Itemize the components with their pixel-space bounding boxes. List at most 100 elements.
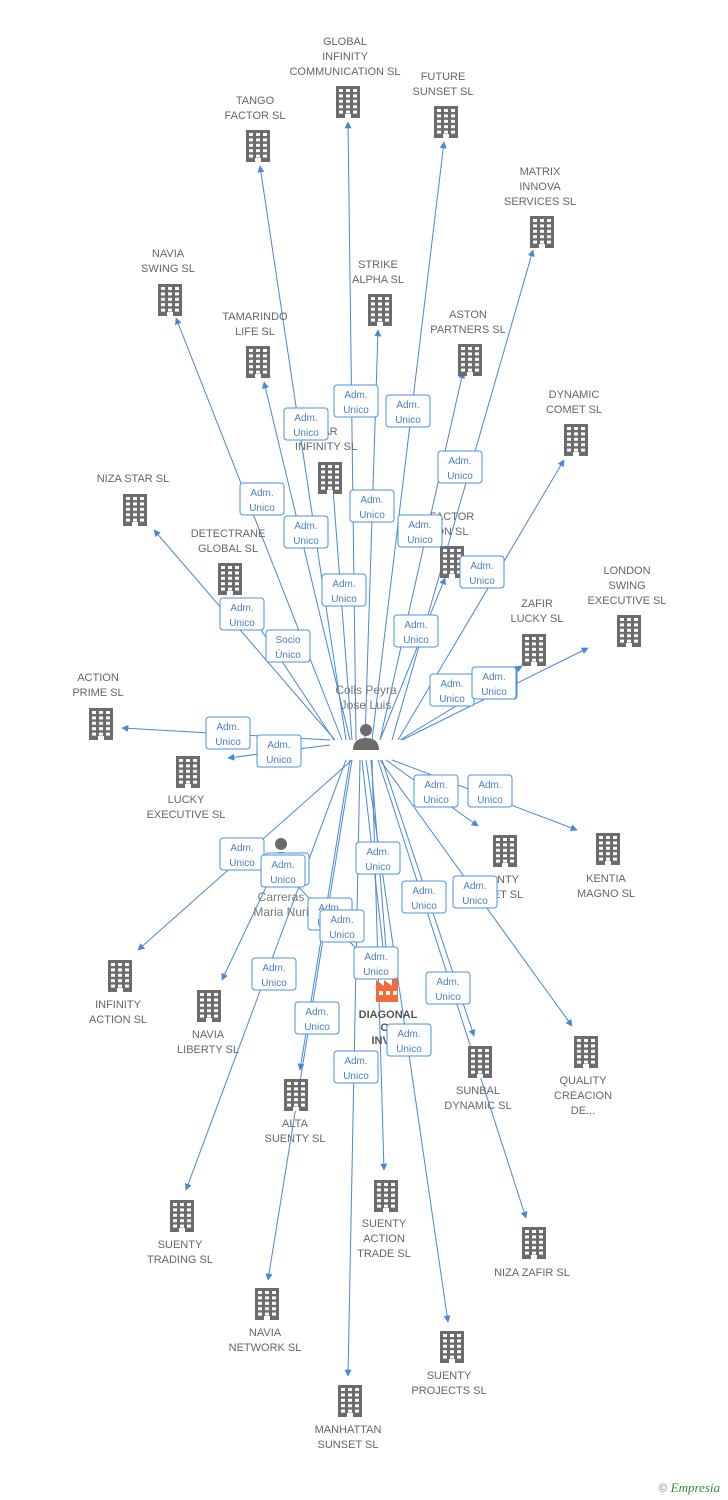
relation-badge[interactable]: Adm.Unico (239, 482, 285, 516)
relation-badge[interactable]: Adm.Unico (429, 673, 475, 707)
relation-badge[interactable]: Adm.Unico (256, 734, 302, 768)
company-label: LUCKY SL (511, 613, 564, 625)
relation-edge (397, 459, 565, 741)
relation-label: Unico (462, 896, 488, 907)
relation-edge (379, 371, 466, 741)
relation-badge[interactable]: Adm.Unico (219, 837, 265, 871)
relation-badge[interactable]: Adm.Unico (471, 666, 517, 700)
relation-badge[interactable]: Adm.Unico (459, 555, 505, 589)
relation-badge[interactable]: Adm. Unico (413, 774, 459, 808)
company-node[interactable]: HARINFINITY SL (295, 426, 357, 494)
company-label: COMET SL (546, 404, 602, 416)
company-node[interactable]: SUENTY TRADING SL (147, 1200, 213, 1266)
main-company-label: DIAGONAL (359, 1009, 418, 1021)
relation-badge[interactable]: Adm.Unico (385, 394, 431, 428)
company-label: SUENTY (158, 1239, 203, 1251)
relation-label: Adm. (424, 780, 447, 791)
relation-label: Unico (396, 1044, 422, 1055)
relation-badge[interactable]: Adm.Unico (319, 909, 365, 943)
building-icon (440, 1331, 464, 1363)
company-label: GLOBAL SL (198, 543, 258, 555)
relation-badge[interactable]: Adm.Unico (452, 875, 498, 909)
relation-badge[interactable]: Adm.Unico (386, 1023, 432, 1057)
company-label: QUALITY (559, 1075, 607, 1087)
company-label: INNOVA (519, 181, 561, 193)
relation-label: Unico (229, 618, 255, 629)
company-label: SUENTY (427, 1370, 472, 1382)
company-node[interactable]: NIZA ZAFIR SL (494, 1227, 570, 1279)
company-node[interactable]: QUALITYCREACIONDE... (554, 1036, 612, 1117)
relation-label: Adm. (330, 915, 353, 926)
relation-badge[interactable]: Adm.Unico (355, 841, 401, 875)
building-icon (574, 1036, 598, 1068)
relation-label: Adm. (360, 495, 383, 506)
relation-label: Unico (343, 405, 369, 416)
relation-label: Unico (423, 795, 449, 806)
relation-badge[interactable]: Adm.Unico (353, 946, 399, 980)
relation-label: Adm. (412, 886, 435, 897)
relation-badge[interactable]: Adm.Unico (437, 450, 483, 484)
relation-label: Adm. (294, 413, 317, 424)
relation-badge[interactable]: Adm.Unico (251, 957, 297, 991)
footer-brand[interactable]: © Empresia (658, 1480, 720, 1496)
relation-badge[interactable]: Adm. Unico (283, 407, 329, 441)
building-icon (246, 346, 270, 378)
relation-badge[interactable]: Adm.Unico (333, 384, 379, 418)
relation-badge[interactable]: Adm.Unico (283, 515, 329, 549)
relation-badge[interactable]: Adm.Unico (260, 854, 306, 888)
company-label: NETWORK SL (229, 1342, 302, 1354)
company-node[interactable]: NIZA STAR SL (97, 473, 170, 526)
relation-badge[interactable]: Adm.Unico (294, 1001, 340, 1035)
relation-label: Unico (215, 737, 241, 748)
relation-badge[interactable]: Adm. Unico (425, 971, 471, 1005)
company-label: INFINITY SL (295, 441, 357, 453)
relation-badge[interactable]: Adm.Unico (397, 514, 443, 548)
building-icon (493, 835, 517, 867)
company-label: TRADING SL (147, 1254, 213, 1266)
company-label: MATRIX (520, 166, 561, 178)
relation-badge[interactable]: Adm.Unico (349, 489, 395, 523)
relation-label: Adm. (436, 977, 459, 988)
relation-badge[interactable]: Adm.Unico (205, 716, 251, 750)
relation-label: Adm. (448, 456, 471, 467)
relation-label: Adm. (250, 488, 273, 499)
relation-edge (391, 249, 535, 741)
relation-badge[interactable]: Adm.Unico (393, 614, 439, 648)
relation-label: Unico (293, 428, 319, 439)
company-label: COMMUNICATION SL (289, 66, 400, 78)
company-label: LONDON (603, 565, 650, 577)
relation-badge[interactable]: Adm.Unico (321, 573, 367, 607)
relation-badge[interactable]: Adm.Unico (219, 597, 265, 631)
relation-badge[interactable]: Adm.Unico (467, 774, 513, 808)
relation-label: Unico (435, 992, 461, 1003)
relation-badge[interactable]: Adm.Unico (401, 880, 447, 914)
relation-label: Adm. (267, 740, 290, 751)
relation-badge[interactable]: Adm.Unico (333, 1050, 379, 1084)
